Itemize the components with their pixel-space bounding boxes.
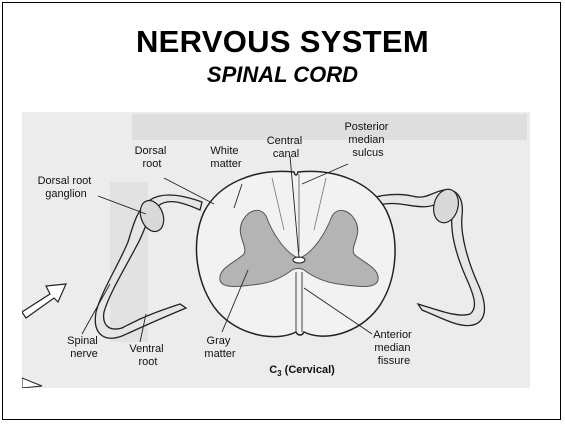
label-ventral-root-line-1: Ventral [129,343,163,355]
label-dorsal-root-line-2: root [143,158,162,170]
spinal-cord-figure: Dorsal root ganglion Dorsal root White m… [22,112,530,388]
label-dorsal-root-line-1: Dorsal [135,145,167,157]
label-white-matter-line-1: White [210,145,238,157]
label-posterior-median-sulcus-line-2: median [348,134,384,146]
label-gray-matter-line-1: Gray [207,335,231,347]
slide-title: NERVOUS SYSTEM [0,24,565,60]
label-gray-matter-line-2: matter [204,348,236,360]
label-posterior-median-sulcus-line-3: sulcus [352,147,384,159]
label-dorsal-root-ganglion-line-2: ganglion [45,188,87,200]
slide-subtitle: SPINAL CORD [0,62,565,88]
label-white-matter-line-2: matter [210,158,242,170]
label-dorsal-root-ganglion-line-1: Dorsal root [38,175,92,187]
label-dorsal-root-ganglion: Dorsal root ganglion [38,175,95,200]
caption-prefix: C [269,364,277,376]
label-spinal-nerve-line-2: nerve [70,348,98,360]
label-posterior-median-sulcus-line-1: Posterior [344,121,388,133]
label-anterior-median-fissure: Anterior median fissure [373,329,415,367]
label-anterior-median-fissure-line-2: median [374,342,410,354]
faded-text-band [132,114,527,140]
label-anterior-median-fissure-line-3: fissure [378,355,410,367]
spinal-cord-diagram: Dorsal root ganglion Dorsal root White m… [22,112,530,388]
label-gray-matter: Gray matter [204,335,236,360]
label-anterior-median-fissure-line-1: Anterior [373,329,412,341]
label-white-matter: White matter [210,145,242,170]
label-central-canal-line-2: canal [273,148,299,160]
label-spinal-nerve: Spinal nerve [67,335,101,360]
label-central-canal-line-1: Central [267,135,302,147]
label-spinal-nerve-line-1: Spinal [67,335,98,347]
label-ventral-root-line-2: root [139,356,158,368]
caption-suffix: (Cervical) [282,364,336,376]
